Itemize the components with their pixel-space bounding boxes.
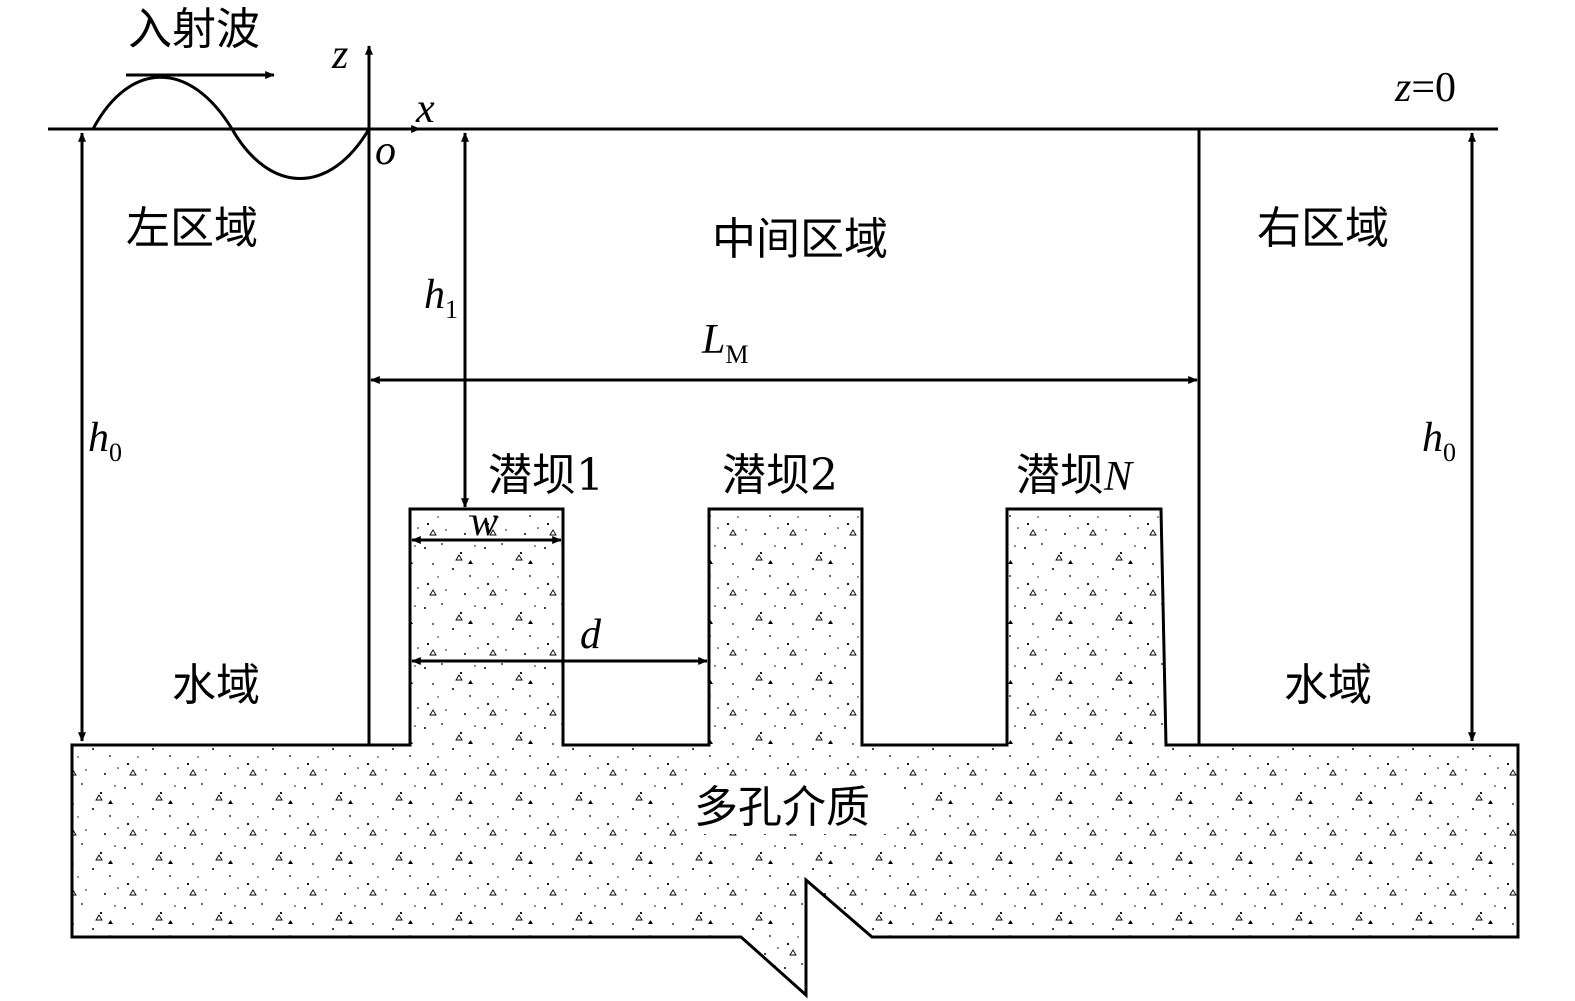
damN-prefix: 潜坝	[1016, 450, 1104, 501]
damN-suffix: N	[1103, 454, 1134, 500]
porous-label: 多孔介质	[694, 782, 870, 833]
right-region-label: 右区域	[1257, 203, 1389, 254]
lm-sub: M	[725, 340, 748, 369]
water-left-label: 水域	[172, 660, 260, 711]
h1-label: h1	[424, 272, 458, 324]
incident-wave-curve	[91, 75, 371, 180]
h0-left-sub: 0	[109, 438, 122, 467]
incident-wave-label: 入射波	[128, 4, 260, 55]
h0-left-main: h	[88, 415, 109, 461]
porous-medium	[70, 507, 1520, 999]
h1-main: h	[424, 272, 445, 318]
h0-right-sub: 0	[1443, 438, 1456, 467]
h1-sub: 1	[445, 295, 458, 324]
surface-label: z=0	[1394, 65, 1456, 111]
water-right-label: 水域	[1284, 660, 1372, 711]
h0-right-label: h0	[1422, 415, 1456, 467]
surface-eq: =0	[1411, 65, 1456, 111]
w-label: w	[470, 499, 498, 545]
d-label: d	[580, 612, 602, 658]
dam1-label: 潜坝1	[488, 450, 604, 501]
middle-region-label: 中间区域	[712, 214, 888, 265]
z-axis-label: z	[331, 32, 348, 78]
h0-right-main: h	[1422, 415, 1443, 461]
left-region-label: 左区域	[126, 203, 258, 254]
porous-label-backdrop	[690, 778, 896, 834]
damN-label: 潜坝N	[1016, 450, 1134, 501]
x-axis-label: x	[415, 86, 435, 132]
origin-label: o	[375, 128, 396, 174]
dam2-label: 潜坝2	[722, 450, 838, 501]
h0-left-label: h0	[88, 415, 122, 467]
lm-main: L	[701, 317, 725, 363]
lm-label: LM	[701, 317, 748, 369]
surface-z: z	[1394, 65, 1411, 111]
